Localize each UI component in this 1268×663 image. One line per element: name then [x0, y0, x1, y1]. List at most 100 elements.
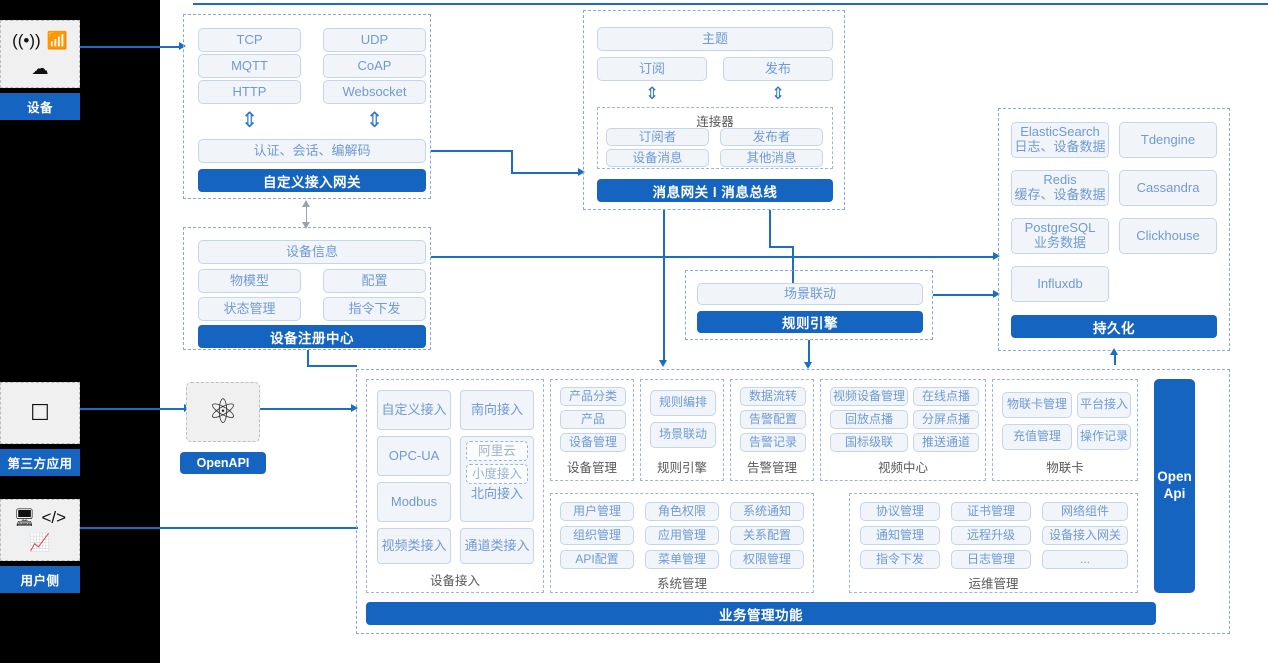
access-opc-ua[interactable]: OPC-UA: [377, 436, 451, 476]
sm-app-management[interactable]: 应用管理: [645, 526, 719, 545]
openapi-vertical-bar[interactable]: Open Api: [1154, 379, 1195, 593]
store-postgresql-desc: 业务数据: [1033, 235, 1086, 250]
connector-publisher[interactable]: 发布者: [720, 128, 823, 146]
vc-video-device-management[interactable]: 视频设备管理: [830, 387, 908, 406]
om-command-dispatch[interactable]: 指令下发: [860, 550, 940, 569]
scene-linkage-box[interactable]: 场景联动: [697, 283, 923, 305]
device-registry-title[interactable]: 设备注册中心: [198, 325, 426, 348]
thing-model-box[interactable]: 物模型: [198, 269, 301, 293]
om-log-management[interactable]: 日志管理: [951, 550, 1031, 569]
vc-playback-vod[interactable]: 回放点播: [830, 410, 908, 429]
connector-other-message[interactable]: 其他消息: [720, 149, 823, 167]
config-box[interactable]: 配置: [323, 269, 426, 293]
vc-split-screen-vod[interactable]: 分屏点播: [913, 410, 979, 429]
command-dispatch-box[interactable]: 指令下发: [323, 297, 426, 321]
om-protocol-management[interactable]: 协议管理: [860, 502, 940, 521]
vc-live-vod[interactable]: 在线点播: [913, 387, 979, 406]
dashboard-window-icon: 📈: [29, 533, 51, 552]
topic-box[interactable]: 主题: [597, 27, 833, 51]
publish-box[interactable]: 发布: [723, 57, 833, 81]
protocol-udp[interactable]: UDP: [323, 28, 426, 52]
group-label-video-center: 视频中心: [877, 461, 928, 475]
group-label-rule-engine: 规则引擎: [656, 461, 707, 475]
openapi-icon-box: ⚛: [186, 382, 260, 442]
access-video-type[interactable]: 视频类接入: [377, 528, 451, 564]
protocol-http[interactable]: HTTP: [198, 80, 301, 104]
store-tdengine[interactable]: Tdengine: [1119, 122, 1217, 158]
access-channel-type[interactable]: 通道类接入: [460, 528, 534, 564]
dm-device-management[interactable]: 设备管理: [560, 433, 626, 452]
store-redis[interactable]: Redis 缓存、设备数据: [1011, 170, 1109, 206]
ic-operation-record[interactable]: 操作记录: [1077, 424, 1131, 450]
om-network-component[interactable]: 网络组件: [1042, 502, 1128, 521]
sm-system-notice[interactable]: 系统通知: [730, 502, 804, 521]
actor-group-third-party: ☐ 第三方应用: [0, 382, 80, 476]
protocol-coap[interactable]: CoAP: [323, 54, 426, 78]
om-certificate-management[interactable]: 证书管理: [951, 502, 1031, 521]
subscribe-box[interactable]: 订阅: [597, 57, 707, 81]
access-northbound[interactable]: 阿里云 小度接入 北向接入: [460, 436, 534, 522]
store-elasticsearch-name: ElasticSearch: [1020, 124, 1100, 140]
group-ops-management: 协议管理 证书管理 网络组件 通知管理 远程升级 设备接入网关 指令下发 日志管…: [849, 493, 1138, 593]
access-modbus[interactable]: Modbus: [377, 482, 451, 522]
am-alarm-config[interactable]: 告警配置: [740, 410, 806, 429]
store-influxdb[interactable]: Influxdb: [1011, 266, 1109, 302]
group-label-ops-management: 运维管理: [968, 577, 1019, 591]
user-side-icon-box: 🖥 </> 📈: [0, 499, 80, 561]
persistence-title[interactable]: 持久化: [1011, 315, 1217, 338]
device-info-box[interactable]: 设备信息: [198, 240, 426, 264]
om-remote-upgrade[interactable]: 远程升级: [951, 526, 1031, 545]
openapi-label[interactable]: OpenAPI: [180, 452, 266, 474]
sm-api-config[interactable]: API配置: [560, 550, 634, 569]
om-notification-management[interactable]: 通知管理: [860, 526, 940, 545]
access-xiaodu[interactable]: 小度接入: [466, 464, 528, 484]
top-divider-line: [193, 3, 1268, 5]
am-alarm-record[interactable]: 告警记录: [740, 433, 806, 452]
protocol-websocket[interactable]: Websocket: [323, 80, 426, 104]
sm-relation-config[interactable]: 关系配置: [730, 526, 804, 545]
connector-subscriber[interactable]: 订阅者: [606, 128, 709, 146]
edge-persist-from-business-arrow: [1110, 348, 1118, 355]
dm-product[interactable]: 产品: [560, 410, 626, 429]
sm-role-permission[interactable]: 角色权限: [645, 502, 719, 521]
state-management-box[interactable]: 状态管理: [198, 297, 301, 321]
access-aliyun[interactable]: 阿里云: [466, 441, 528, 461]
re-scene-linkage[interactable]: 场景联动: [650, 422, 716, 448]
om-more[interactable]: ...: [1042, 550, 1128, 569]
edge-msg-to-persist-v1: [769, 210, 771, 248]
connector-device-message[interactable]: 设备消息: [606, 149, 709, 167]
ic-platform-access[interactable]: 平台接入: [1077, 392, 1131, 418]
dm-product-category[interactable]: 产品分类: [560, 387, 626, 406]
access-gateway-title[interactable]: 自定义接入网关: [198, 169, 426, 192]
store-elasticsearch[interactable]: ElasticSearch 日志、设备数据: [1011, 122, 1109, 158]
protocol-tcp[interactable]: TCP: [198, 28, 301, 52]
store-postgresql-name: PostgreSQL: [1024, 220, 1096, 236]
openapi-vertical-line1: Open: [1157, 469, 1192, 485]
auth-session-codec[interactable]: 认证、会话、编解码: [198, 139, 426, 163]
sm-user-management[interactable]: 用户管理: [560, 502, 634, 521]
ic-card-management[interactable]: 物联卡管理: [1002, 392, 1072, 418]
sm-menu-management[interactable]: 菜单管理: [645, 550, 719, 569]
left-actor-rail: ((•)) 📶 ☁ 设备 ☐ 第三方应用 🖥 </> 📈 用户侧: [0, 0, 160, 663]
vc-push-channel[interactable]: 推送通道: [913, 433, 979, 452]
store-redis-desc: 缓存、设备数据: [1014, 187, 1106, 202]
access-custom[interactable]: 自定义接入: [377, 390, 451, 430]
sm-org-management[interactable]: 组织管理: [560, 526, 634, 545]
protocol-mqtt[interactable]: MQTT: [198, 54, 301, 78]
am-data-flow[interactable]: 数据流转: [740, 387, 806, 406]
business-management-footer[interactable]: 业务管理功能: [366, 602, 1156, 625]
mobile-phone-icon: ☐: [30, 400, 50, 425]
vc-gb-cascade[interactable]: 国标级联: [830, 433, 908, 452]
rule-engine-title[interactable]: 规则引擎: [697, 311, 923, 333]
store-cassandra[interactable]: Cassandra: [1119, 170, 1217, 206]
access-southbound[interactable]: 南向接入: [460, 390, 534, 430]
store-clickhouse[interactable]: Clickhouse: [1119, 218, 1217, 254]
store-postgresql[interactable]: PostgreSQL 业务数据: [1011, 218, 1109, 254]
sm-permission-management[interactable]: 权限管理: [730, 550, 804, 569]
edge-openapi-to-business-arrow: [351, 404, 358, 412]
updown-arrow-sub: ⇕: [644, 84, 660, 103]
re-rule-orchestration[interactable]: 规则编排: [650, 390, 716, 416]
message-gateway-title[interactable]: 消息网关 l 消息总线: [597, 179, 833, 202]
ic-recharge-management[interactable]: 充值管理: [1002, 424, 1072, 450]
om-device-access-gateway[interactable]: 设备接入网关: [1042, 526, 1128, 545]
